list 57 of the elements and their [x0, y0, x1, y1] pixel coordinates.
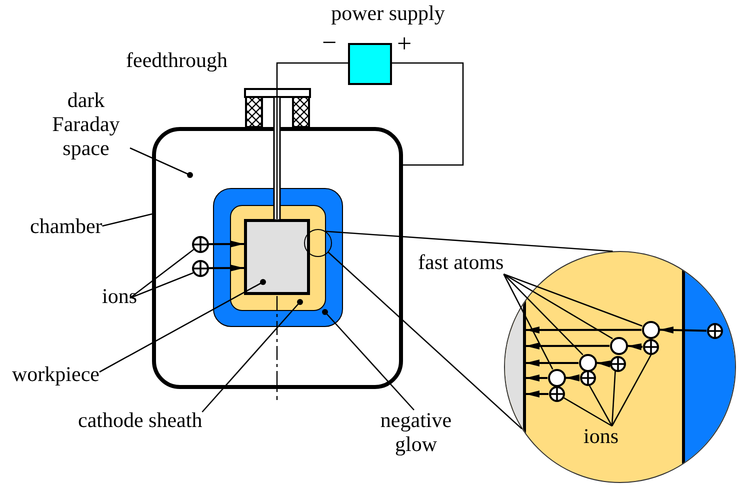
arrow	[659, 326, 707, 334]
leader-line	[130, 272, 194, 299]
atom-circle	[548, 368, 566, 386]
leader-line	[322, 309, 414, 410]
arrow	[596, 360, 611, 368]
leader-line	[130, 249, 194, 299]
label-text: dark Faraday space	[40, 88, 132, 160]
arrow	[526, 326, 642, 334]
leader-line	[611, 371, 616, 426]
leader-line	[102, 213, 152, 227]
arrow	[526, 360, 578, 366]
wire	[390, 62, 464, 166]
atom-circle	[610, 336, 628, 354]
leader-line	[327, 251, 522, 430]
leader-line	[326, 230, 613, 252]
leader-line	[611, 354, 652, 426]
cathode-sheath-region	[230, 204, 326, 310]
ion-circle	[580, 370, 596, 386]
leader-line	[202, 299, 303, 412]
label-text: power supply	[330, 2, 446, 26]
polarity-sign: −	[322, 30, 337, 56]
label-text: negative glow	[368, 408, 464, 456]
label-text: cathode sheath	[78, 408, 202, 432]
workpiece-block	[244, 219, 310, 295]
atom-circle	[642, 320, 660, 338]
ion-circle	[192, 260, 209, 277]
chamber-wall	[152, 127, 403, 389]
arrow	[565, 374, 580, 382]
ion-circle	[548, 386, 564, 402]
leader-line	[503, 274, 613, 340]
label-text: ions	[584, 424, 619, 448]
polarity-sign: +	[397, 31, 412, 57]
label-text: chamber	[30, 214, 102, 238]
negative-glow-region	[213, 188, 343, 327]
arrow	[526, 374, 548, 382]
wire	[276, 62, 348, 219]
ion-circle	[192, 236, 209, 253]
label-text: fast atoms	[418, 250, 504, 274]
label-text: feedthrough	[126, 50, 228, 71]
arrow	[208, 264, 244, 272]
arrow	[526, 390, 549, 398]
leader-line	[588, 384, 613, 426]
magnifier-circle	[304, 228, 332, 256]
leader-line	[563, 397, 612, 427]
leader-line	[130, 147, 193, 178]
arrow	[627, 343, 643, 350]
atom-circle	[578, 354, 596, 372]
label-text: workpiece	[12, 362, 100, 386]
leader-line	[503, 274, 554, 370]
ion-circle	[642, 338, 658, 354]
leader-line	[99, 279, 266, 373]
arrow	[526, 342, 610, 350]
leader-line	[504, 274, 642, 327]
label-text: ions	[102, 284, 138, 308]
leader-line	[503, 274, 584, 356]
arrow	[208, 240, 244, 248]
ion-circle	[610, 356, 626, 372]
